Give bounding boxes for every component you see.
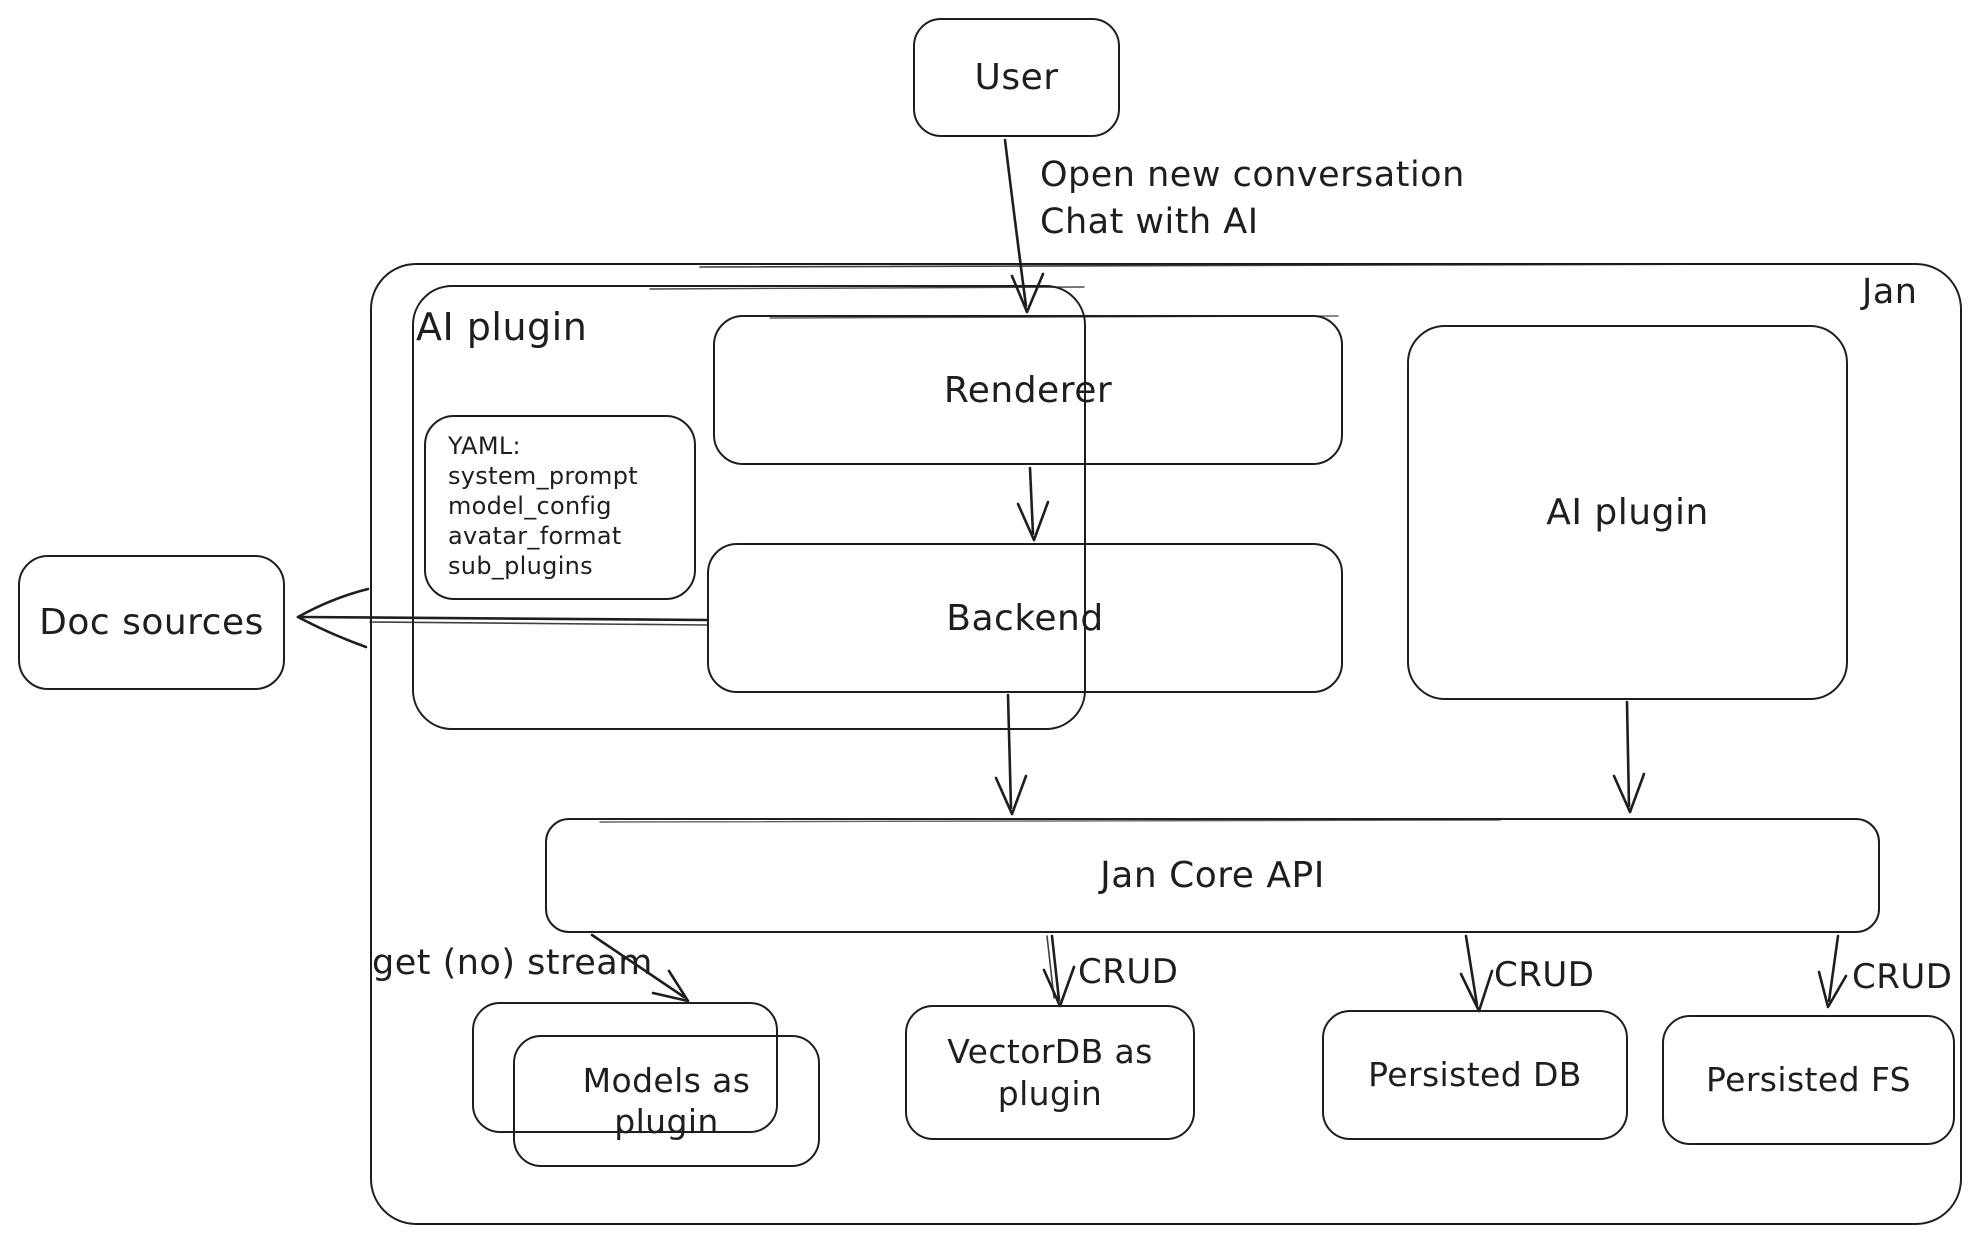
user-node: User — [913, 18, 1120, 137]
edge-label-crud-persisted-fs: CRUD — [1852, 957, 1953, 997]
edge-label-crud-persisted-db: CRUD — [1494, 955, 1595, 995]
models-label-line1: Models as — [582, 1060, 751, 1100]
persisted-fs-label: Persisted FS — [1706, 1060, 1911, 1100]
vectordb-node: VectorDB as plugin — [905, 1005, 1195, 1140]
models-outer-box — [472, 1002, 778, 1133]
yaml-line: model_config — [448, 492, 612, 520]
doc-sources-label: Doc sources — [39, 602, 264, 643]
persisted-db-label: Persisted DB — [1368, 1055, 1582, 1095]
backend-node: Backend — [707, 543, 1343, 693]
doc-sources-node: Doc sources — [18, 555, 285, 690]
edge-label-open-conversation: Open new conversation — [1040, 155, 1465, 195]
persisted-db-node: Persisted DB — [1322, 1010, 1628, 1140]
renderer-node: Renderer — [713, 315, 1343, 465]
yaml-line: sub_plugins — [448, 552, 593, 580]
models-label-line2: plugin — [614, 1102, 719, 1141]
backend-label: Backend — [946, 597, 1104, 639]
jan-core-api-label: Jan Core API — [1100, 855, 1325, 896]
models-node: Models as plugin — [513, 1035, 820, 1167]
renderer-label: Renderer — [943, 369, 1113, 411]
ai-plugin-left-label: AI plugin — [416, 305, 588, 349]
jan-core-api-node: Jan Core API — [545, 818, 1880, 933]
edge-label-get-no-stream: get (no) stream — [372, 943, 653, 983]
ai-plugin-left-container — [412, 285, 1086, 730]
yaml-line: YAML: — [448, 432, 521, 460]
vectordb-label-line1: VectorDB as — [947, 1032, 1153, 1072]
yaml-note: YAML: system_prompt model_config avatar_… — [424, 415, 696, 600]
edge-label-crud-vectordb: CRUD — [1078, 952, 1179, 992]
user-label: User — [974, 57, 1059, 98]
vectordb-label-line2: plugin — [997, 1073, 1103, 1113]
edge-label-chat-with-ai: Chat with AI — [1040, 202, 1259, 242]
persisted-fs-node: Persisted FS — [1662, 1015, 1955, 1145]
yaml-line: avatar_format — [448, 522, 622, 550]
ai-plugin-right-label: AI plugin — [1546, 492, 1709, 533]
yaml-line: system_prompt — [448, 462, 638, 490]
jan-container-label: Jan — [1862, 272, 1918, 312]
ai-plugin-right-node: AI plugin — [1407, 325, 1848, 700]
